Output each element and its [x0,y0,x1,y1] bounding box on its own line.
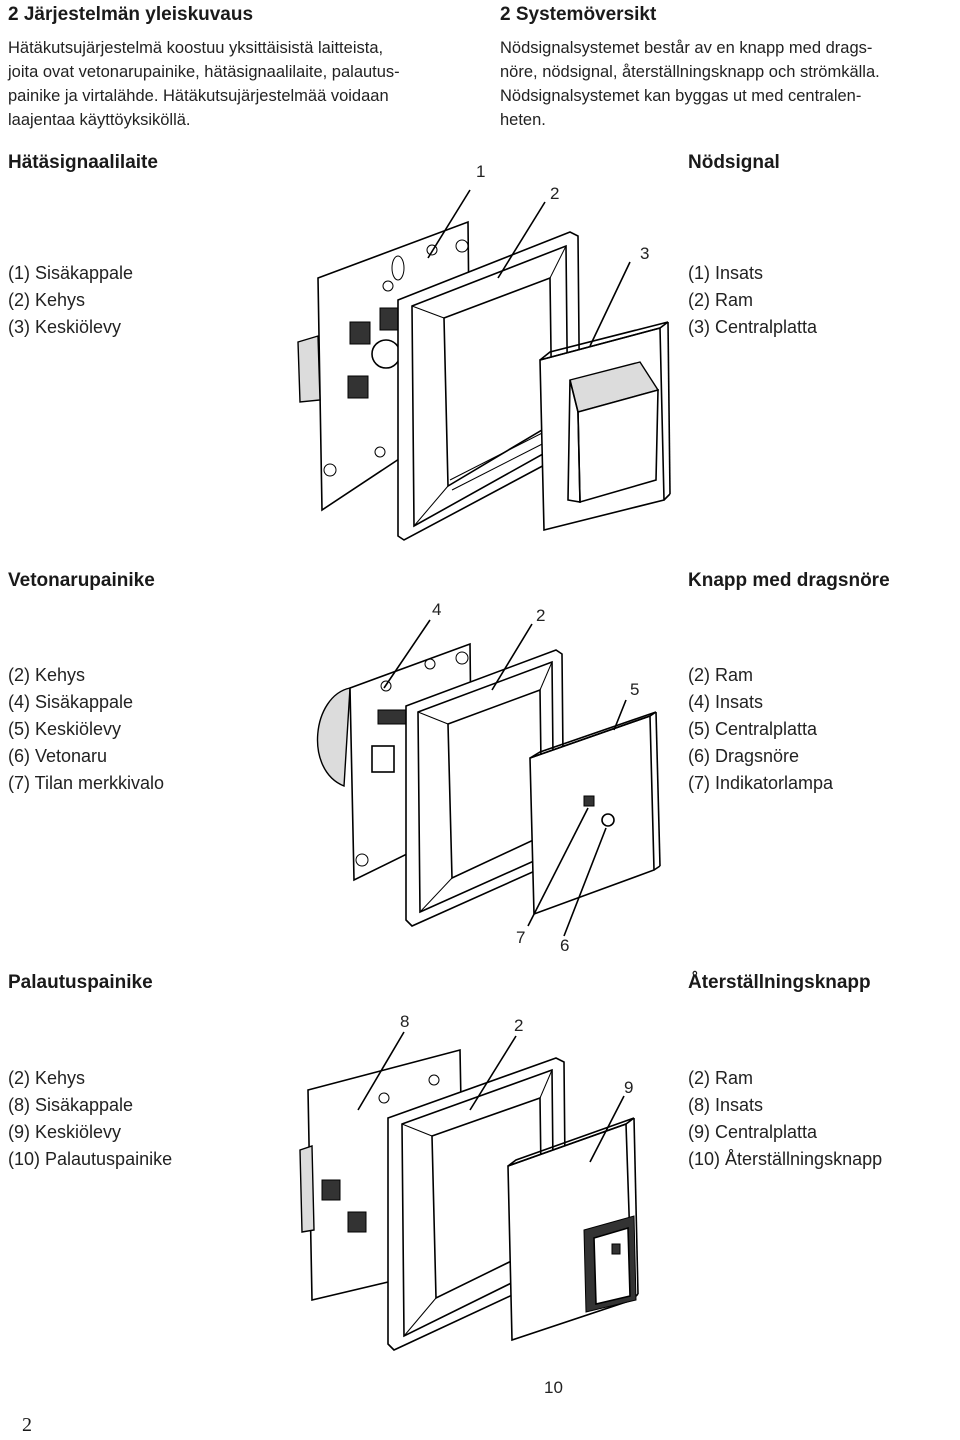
callout-2: 2 [514,1016,524,1035]
intro-sv-line: Nödsignalsystemet består av en knapp med… [500,39,873,57]
insert-plate [297,220,471,512]
list-item: (1) Insats [688,263,764,283]
list-item: (9) Centralplatta [688,1122,818,1142]
frame [397,231,581,541]
frame [387,1057,567,1351]
list-item: (6) Vetonaru [8,746,108,766]
section-title-sv-1: Nödsignal [688,152,780,173]
insert-plate [299,1048,465,1302]
section-title-fi-2: Vetonarupainike [8,570,155,591]
callout-5: 5 [630,680,640,699]
center-plate [539,321,671,532]
callout-leaders [383,619,627,937]
list-item: (2) Ram [688,290,754,310]
list-item: (8) Insats [688,1095,764,1115]
parts-list-sv-2: (2) Ram (4) Insats (5) Centralplatta (6)… [688,662,833,797]
callout-2: 2 [550,184,560,203]
list-item: (7) Tilan merkkivalo [8,773,165,793]
intro-sv-line: Nödsignalsystemet kan byggas ut med cent… [500,87,862,105]
page-number: 2 [22,1414,32,1436]
callout-4: 4 [432,600,442,619]
intro-fi-line: Hätäkutsujärjestelmä koostuu yksittäisis… [8,39,384,57]
parts-list-sv-1: (1) Insats (2) Ram (3) Centralplatta [688,260,817,341]
callout-9: 9 [624,1078,634,1097]
frame [405,649,565,927]
callout-1: 1 [476,162,486,181]
center-plate [507,1117,639,1342]
list-item: (4) Sisäkappale [8,692,134,712]
intro-sv-line: nöre, nödsignal, återställningsknapp och… [500,63,880,81]
section-title-sv-3: Återställningsknapp [688,972,871,993]
heading-sv: 2 Systemöversikt [500,4,657,25]
list-item: (2) Ram [688,1068,754,1088]
callout-10: 10 [544,1378,563,1397]
section-title-fi-1: Hätäsignaalilaite [8,152,158,173]
list-item: (9) Keskiölevy [8,1122,122,1142]
intro-fi: Hätäkutsujärjestelmä koostuu yksittäisis… [8,36,478,132]
list-item: (2) Kehys [8,1068,86,1088]
parts-list-sv-3: (2) Ram (8) Insats (9) Centralplatta (10… [688,1065,882,1173]
section-title-fi-3: Palautuspainike [8,972,153,993]
callout-2: 2 [536,606,546,625]
list-item: (6) Dragsnöre [688,746,800,766]
list-item: (2) Ram [688,665,754,685]
intro-sv-line: heten. [500,111,546,129]
list-item: (7) Indikatorlampa [688,773,834,793]
list-item: (5) Centralplatta [688,719,818,739]
callout-8: 8 [400,1012,410,1031]
intro-sv: Nödsignalsystemet består av en knapp med… [500,36,960,132]
list-item: (3) Centralplatta [688,317,818,337]
callout-6: 6 [560,936,570,955]
parts-list-fi-3: (2) Kehys (8) Sisäkappale (9) Keskiölevy… [8,1065,172,1173]
callout-leaders [427,189,631,347]
list-item: (4) Insats [688,692,764,712]
intro-fi-line: painike ja virtalähde. Hätäkutsujärjeste… [8,87,389,105]
list-item: (2) Kehys [8,290,86,310]
insert-plate [316,642,473,882]
callout-leaders [357,1031,625,1163]
list-item: (10) Återställningsknapp [688,1149,883,1169]
callout-3: 3 [640,244,650,263]
list-item: (3) Keskiölevy [8,317,122,337]
intro-fi-line: joita ovat vetonarupainike, hätäsignaali… [8,63,400,81]
intro-fi-line: laajentaa käyttöyksiköllä. [8,111,191,129]
callout-7: 7 [516,928,526,947]
list-item: (1) Sisäkappale [8,263,134,283]
parts-list-fi-1: (1) Sisäkappale (2) Kehys (3) Keskiölevy [8,260,133,341]
heading-fi: 2 Järjestelmän yleiskuvaus [8,4,254,25]
parts-list-fi-2: (2) Kehys (4) Sisäkappale (5) Keskiölevy… [8,662,164,797]
section-title-sv-2: Knapp med dragsnöre [688,570,890,591]
list-item: (10) Palautuspainike [8,1149,173,1169]
list-item: (2) Kehys [8,665,86,685]
center-plate [529,711,661,916]
list-item: (8) Sisäkappale [8,1095,134,1115]
list-item: (5) Keskiölevy [8,719,122,739]
